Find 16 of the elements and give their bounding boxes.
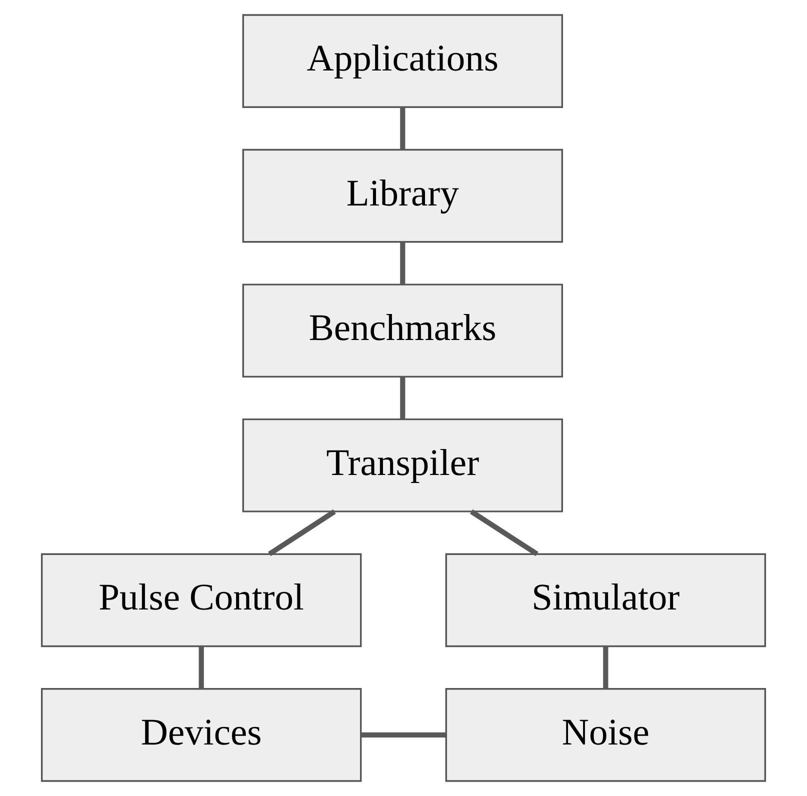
connector: [400, 242, 406, 284]
connector: [360, 732, 446, 738]
connector: [400, 107, 406, 150]
node-box: Devices: [40, 688, 362, 782]
connector: [268, 509, 336, 556]
node-box: Applications: [242, 14, 564, 108]
node-box: Transpiler: [242, 418, 564, 512]
node-box: Benchmarks: [242, 284, 564, 378]
node-box: Noise: [445, 688, 766, 782]
node-box: Pulse Control: [40, 553, 362, 648]
node-box: Library: [242, 148, 564, 243]
connector: [400, 376, 406, 420]
connector: [198, 646, 204, 689]
connector: [470, 509, 538, 556]
node-box: Simulator: [445, 553, 766, 648]
connector: [603, 646, 608, 689]
